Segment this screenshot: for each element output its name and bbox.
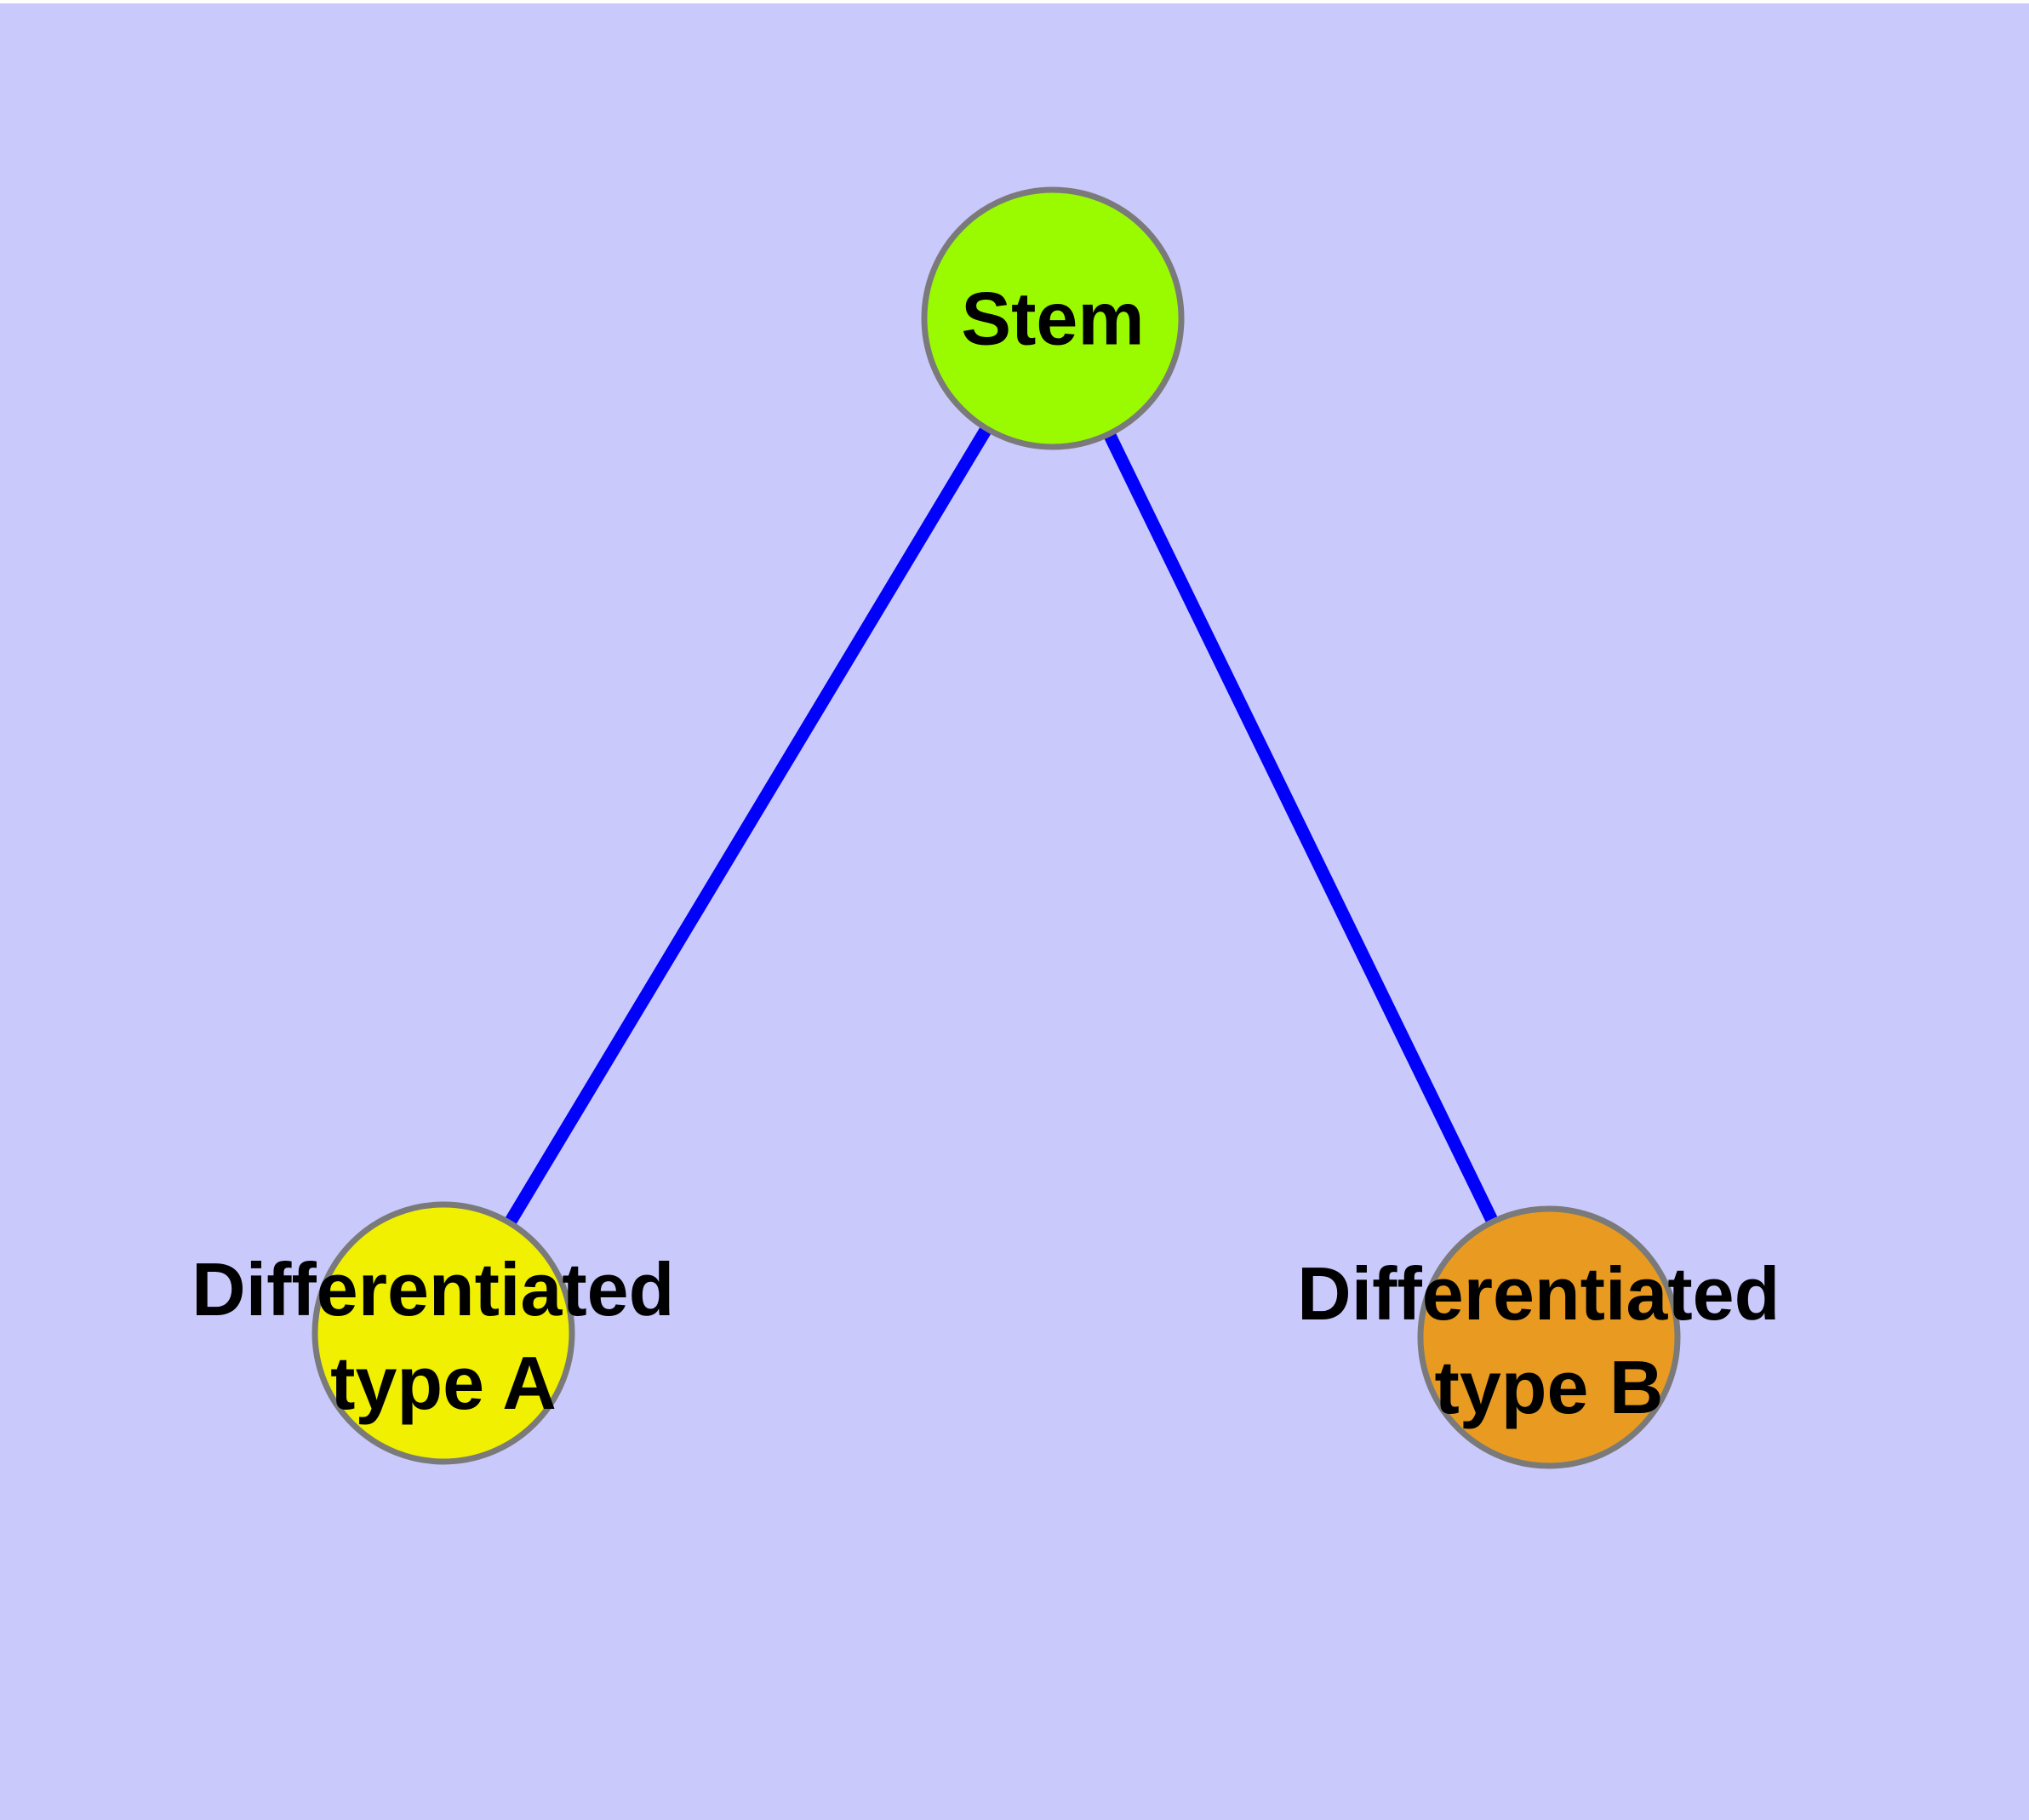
node-type-b-circle[interactable] [1417,1205,1681,1469]
node-type-b-label-line-2: type B [1435,1345,1664,1429]
node-type-b-label-line-1: Differentiated [1297,1251,1780,1336]
node-type-b-label: Differentiated type B [1297,1251,1801,1429]
top-edge-line [0,0,2029,3]
node-type-b: Differentiated type B [1297,1205,1801,1469]
node-type-a-label: Differentiated type A [191,1247,695,1425]
node-type-a-circle[interactable] [311,1201,575,1465]
node-stem-label: Stem [961,277,1144,361]
edge-stem-to-type-b [1047,315,1555,1341]
node-type-a-label-line-2: type A [330,1341,557,1425]
edge-layer [437,315,1555,1341]
node-stem-circle[interactable] [921,186,1185,450]
node-type-a: Differentiated type A [191,1201,695,1465]
edge-stem-to-type-a [437,315,1059,1336]
node-type-a-label-line-1: Differentiated [191,1247,674,1331]
node-stem: Stem [921,186,1185,450]
